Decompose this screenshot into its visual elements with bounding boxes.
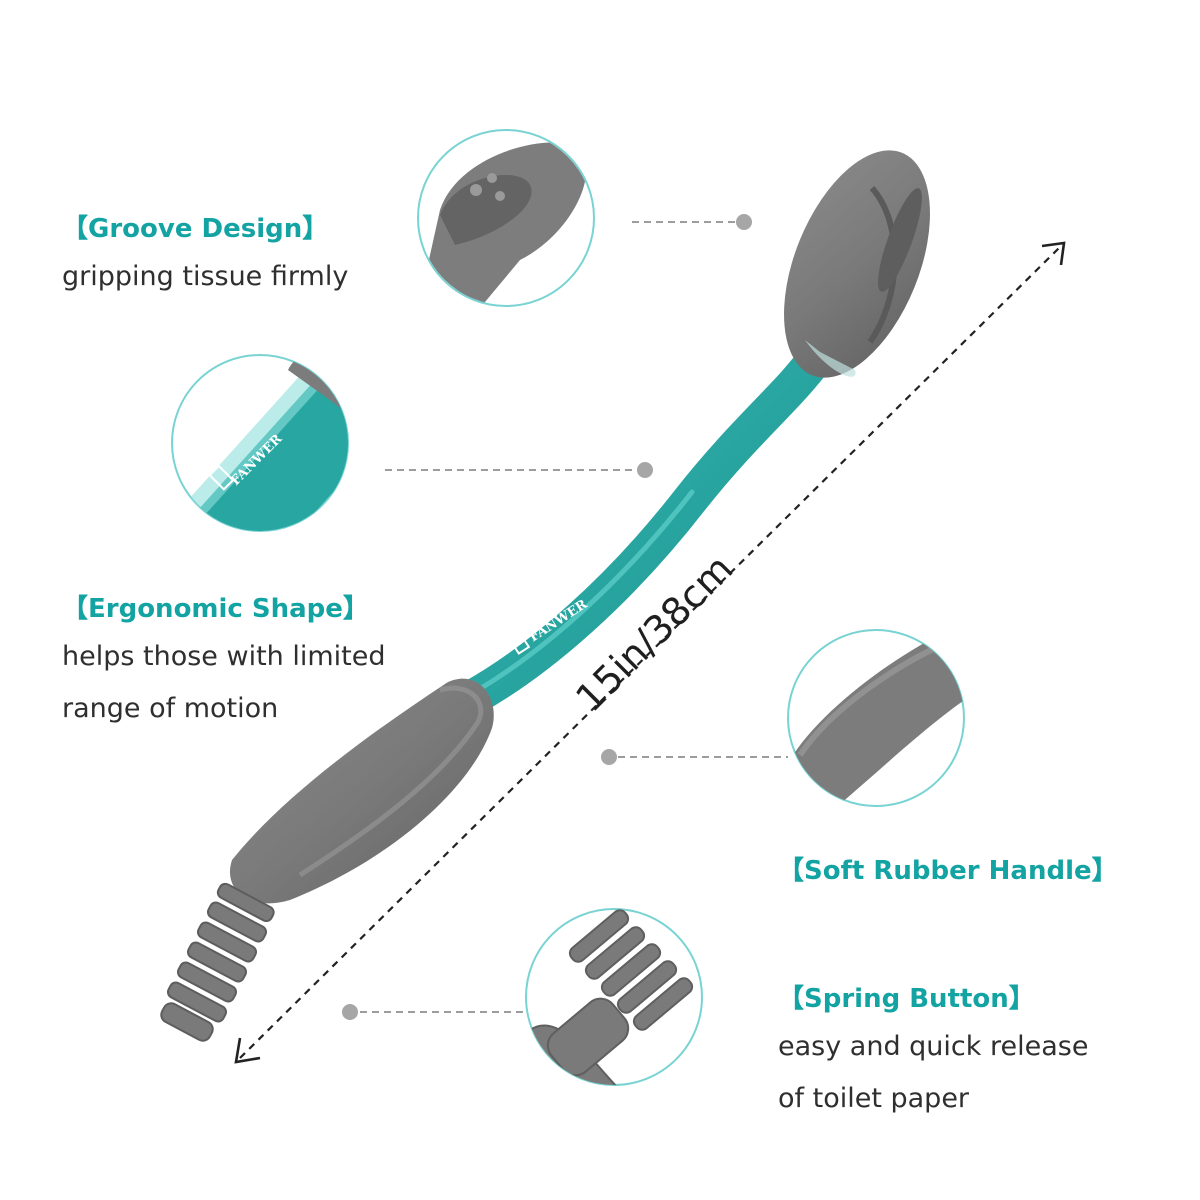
connector-lines <box>360 221 788 1013</box>
feature-spring: 【Spring Button】 easy and quick release o… <box>778 978 1088 1125</box>
feature-groove: 【Groove Design】 gripping tissue firmly <box>62 208 348 303</box>
connector-dots <box>342 214 752 1020</box>
detail-circle-groove <box>417 129 595 307</box>
feature-desc-line: gripping tissue firmly <box>62 261 349 292</box>
detail-circle-spring <box>525 908 703 1086</box>
measurement-arrow <box>234 241 1066 1064</box>
wand-head <box>784 150 930 378</box>
feature-title: 【Soft Rubber Handle】 <box>778 856 1118 886</box>
measurement-label: 15in/38cm <box>567 546 741 720</box>
wiping-wand: FANWER <box>160 150 930 1042</box>
feature-ergonomic: 【Ergonomic Shape】 helps those with limit… <box>62 588 386 735</box>
feature-desc-line: range of motion <box>62 693 279 724</box>
feature-desc-line: helps those with limited <box>62 641 386 672</box>
feature-desc-line: easy and quick release <box>778 1031 1089 1062</box>
feature-title: 【Spring Button】 <box>778 984 1035 1014</box>
feature-desc-line: of toilet paper <box>778 1083 970 1114</box>
spring-button <box>160 882 275 1042</box>
detail-circle-handle <box>787 629 965 807</box>
wand-handle <box>160 678 494 1042</box>
detail-circle-tube: FANWER <box>171 354 349 532</box>
feature-title: 【Ergonomic Shape】 <box>62 594 369 624</box>
feature-handle: 【Soft Rubber Handle】 <box>778 850 1118 887</box>
feature-title: 【Groove Design】 <box>62 214 329 244</box>
